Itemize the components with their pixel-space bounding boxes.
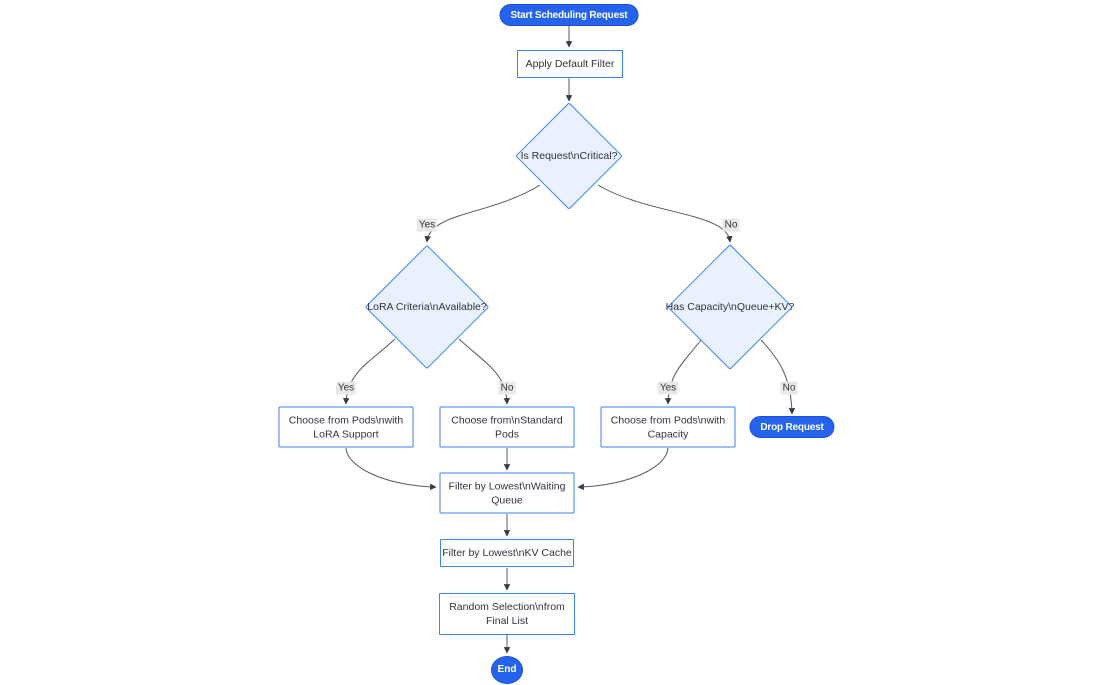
edge-has-capacity-queue-kv-to-drop-request (760, 339, 796, 415)
node-has-capacity-queue-kv: Has Capacity\nQueue+KV? (665, 244, 795, 370)
node-label-line: Start Scheduling Request (510, 9, 628, 21)
node-label-line: Choose from\nStandard (451, 414, 563, 426)
node-label-line: Final List (485, 615, 528, 627)
edge-label-yes-choose-pods-lora-support: Yes (335, 381, 357, 395)
node-start: Start Scheduling Request (499, 4, 639, 26)
node-drop-request: Drop Request (749, 416, 835, 438)
edge-is-request-critical-to-has-capacity-queue-kv (597, 184, 733, 243)
edge-label-no-choose-standard-pods: No (498, 381, 516, 395)
node-label-line: Pods (495, 428, 519, 440)
node-label-line: LoRA Support (313, 428, 379, 440)
edge-lora-criteria-available-to-choose-pods-lora-support (342, 338, 396, 405)
node-filter-lowest-kv-cache: Filter by Lowest\nKV Cache (440, 539, 574, 567)
edge-choose-pods-lora-support-to-filter-lowest-waiting-queue (345, 447, 437, 491)
edge-label-no-has-capacity-queue-kv: No (722, 218, 740, 232)
edge-label-yes-lora-criteria-available: Yes (416, 218, 438, 232)
node-is-request-critical: Is Request\nCritical? (515, 102, 623, 210)
node-label: Has Capacity\nQueue+KV? (665, 301, 795, 313)
node-label: LoRA Criteria\nAvailable? (367, 301, 487, 313)
edge-has-capacity-queue-kv-to-choose-pods-capacity (664, 339, 702, 405)
node-lora-criteria-available: LoRA Criteria\nAvailable? (364, 244, 490, 370)
edge-label-yes-choose-pods-capacity: Yes (657, 381, 679, 395)
node-label-line: Random Selection\nfrom (449, 601, 565, 613)
node-label-line: Choose from Pods\nwith (288, 414, 404, 426)
node-label: Is Request\nCritical? (520, 150, 618, 162)
edge-is-request-critical-to-lora-criteria-available (424, 184, 541, 243)
edge-lora-criteria-available-to-choose-standard-pods (458, 338, 511, 405)
node-end: End (491, 656, 523, 684)
node-label-line: Drop Request (760, 421, 824, 433)
node-apply-default-filter: Apply Default Filter (517, 50, 623, 78)
node-label-line: End (497, 664, 517, 675)
node-label-line: Choose from Pods\nwith (610, 414, 726, 426)
node-label-line: Apply Default Filter (525, 58, 615, 70)
node-label-line: Filter by Lowest\nKV Cache (442, 547, 572, 559)
edge-label-no-drop-request: No (780, 381, 798, 395)
node-label-line: Queue (491, 494, 523, 506)
edge-choose-pods-capacity-to-filter-lowest-waiting-queue (577, 447, 669, 491)
node-label-line: Filter by Lowest\nWaiting (448, 480, 566, 492)
node-label-line: Capacity (647, 428, 689, 440)
